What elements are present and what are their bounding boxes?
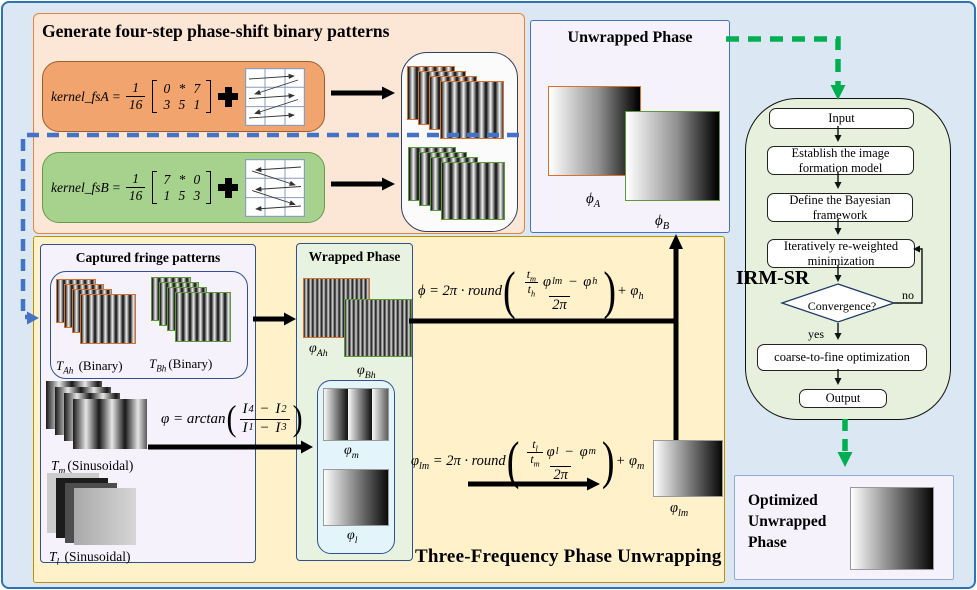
captured-binary-group: TAh (Binary) TBh(Binary) [50,271,248,379]
flow-node-coarse: coarse-to-fine optimization [757,344,927,371]
label-phi-b: ϕB [655,213,670,232]
label-tbh: TBh(Binary) [149,356,213,374]
wrapped-image-pm [323,388,389,441]
label-pm: φm [344,443,359,461]
flow-node-establish: Establish the image formation model [767,146,914,175]
irm-sr-label: IRM-SR [736,267,810,289]
scan-order-grid-b-icon [245,158,306,217]
wrapped-image-pl [323,469,389,526]
equals-sign: = [111,179,121,195]
label-phi-a: ϕA [586,191,601,210]
plus-icon [218,86,239,107]
wrapped-low-freq-group: φm φl [317,380,395,554]
wrapped-phase-panel: Wrapped Phase φAh φBh φm φl [296,243,413,561]
kernel-fsb-name: kernel_fsB [51,179,109,195]
matrix-bracket-left [152,80,158,113]
three-frequency-title: Three-Frequency Phase Unwrapping [415,546,722,567]
label-pah: φAh [309,341,328,359]
equals-sign: = [111,88,121,104]
flow-node-convergence: Convergence? [807,299,877,313]
optimized-phase-image [850,487,934,570]
flow-node-input: Input [769,108,914,129]
generate-patterns-section: Generate four-step phase-shift binary pa… [33,13,525,234]
flow-node-define: Define the Bayesian framework [767,193,913,222]
wrapped-image-pbh [344,299,412,357]
label-pbh: φBh [357,363,376,381]
wrapped-title: Wrapped Phase [308,249,401,264]
captured-title: Captured fringe patterns [75,250,221,265]
optimized-phase-panel: Optimized Unwrapped Phase [734,475,954,580]
unwrapped-image-phi-b [625,111,720,201]
flow-label-yes: yes [808,327,824,341]
flow-node-iterate: Iteratively re-weighted minimization [767,239,915,268]
plus-icon [218,177,239,198]
generate-section-title: Generate four-step phase-shift binary pa… [42,21,390,41]
green-arrowhead-icon [837,452,853,467]
label-philm: φlm [670,500,689,519]
green-dashed-to-flowchart [726,36,841,86]
kernel-fsa-name: kernel_fsA [51,88,109,104]
binary-pattern-stacks-panel [401,52,518,232]
label-tah: TAh (Binary) [56,358,123,376]
label-tm: Tm(Sinusoidal) [51,458,134,477]
matrix-bracket-right [206,171,212,204]
irm-sr-flowchart: Input Establish the image formation mode… [745,98,951,420]
matrix-bracket-right [206,80,212,113]
label-pl: φl [347,528,358,546]
flow-node-output: Output [799,389,887,408]
scan-order-grid-a-icon [245,67,306,126]
philm-phase-image [653,440,723,497]
unwrapped-phase-panel: Unwrapped Phase ϕA ϕB [530,20,730,233]
label-tl: Tl (Sinusoidal) [49,549,131,568]
optimized-title: Optimized Unwrapped Phase [748,492,827,551]
flow-label-no: no [902,288,914,302]
unwrapped-title: Unwrapped Phase [567,29,693,46]
